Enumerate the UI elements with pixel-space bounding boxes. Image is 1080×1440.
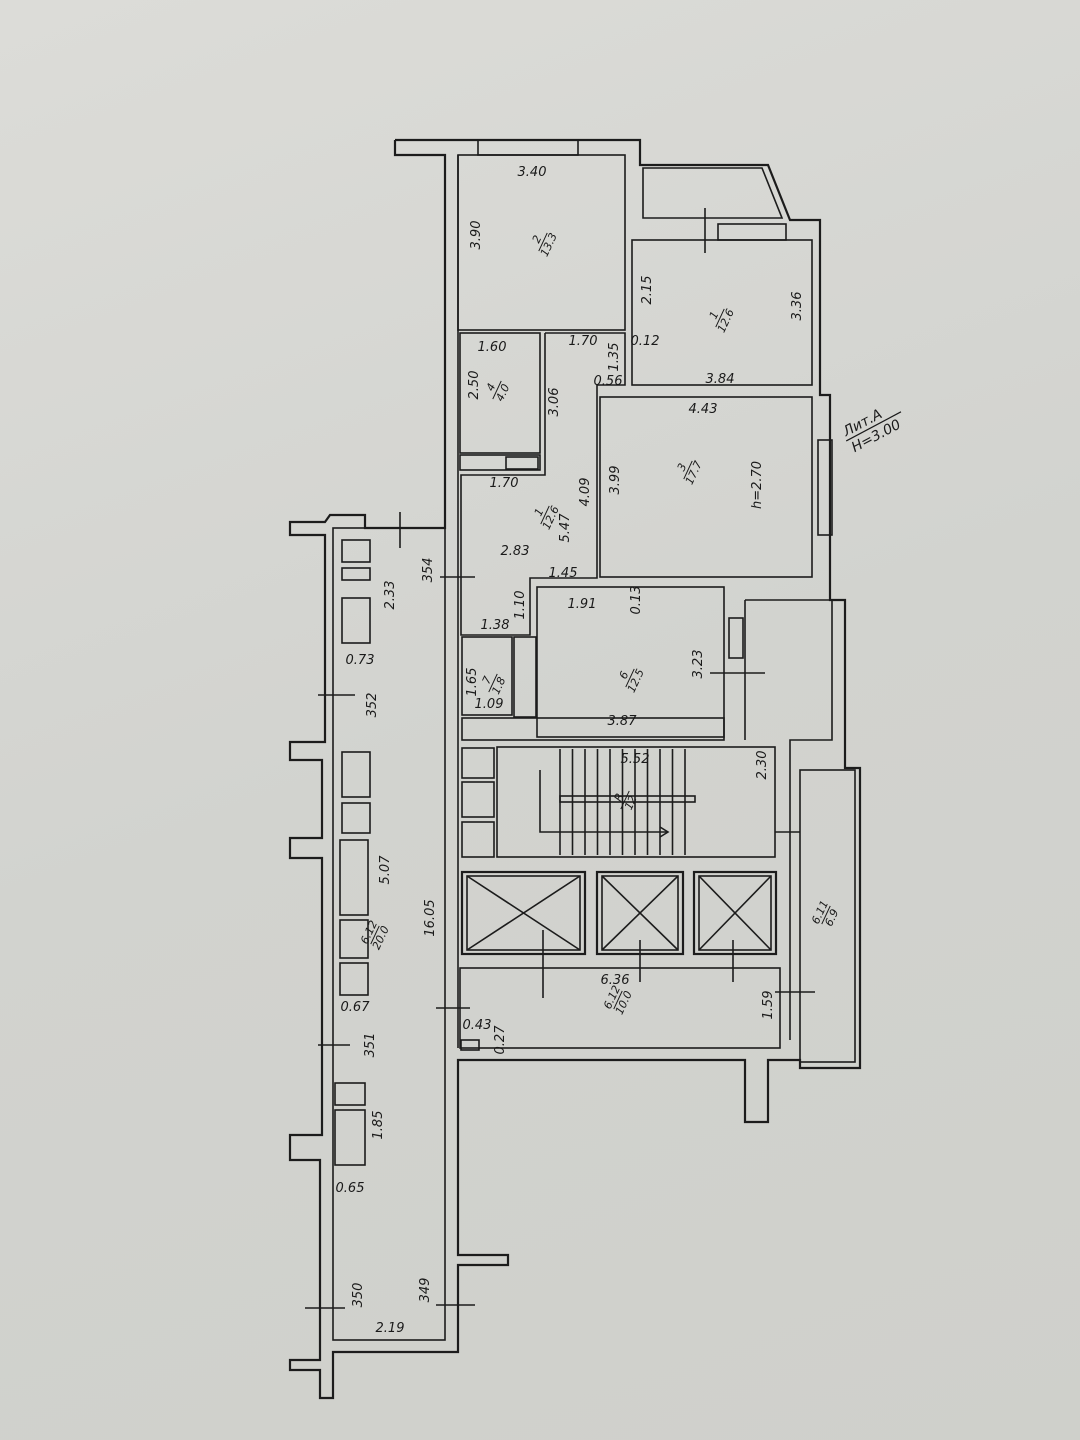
room-area: 13.3 bbox=[538, 231, 560, 259]
room-label: 213.3 bbox=[530, 231, 560, 259]
dimension-label: 4.43 bbox=[689, 402, 718, 417]
dimension-label: 2.83 bbox=[501, 544, 530, 559]
dimension-label: 6.36 bbox=[601, 973, 630, 988]
dimension-label: 0.73 bbox=[346, 653, 375, 668]
room-label: 44.0 bbox=[484, 380, 512, 403]
dimension-label: 0.56 bbox=[594, 374, 623, 389]
dimension-label: 1.85 bbox=[371, 1111, 386, 1140]
room-bathroom bbox=[459, 332, 541, 454]
dimension-label: 350 bbox=[351, 1283, 366, 1308]
corridor bbox=[332, 527, 446, 1341]
room-area: 4.0 bbox=[493, 382, 512, 403]
room-label: 317.7 bbox=[675, 459, 705, 487]
room-number: 7 bbox=[480, 674, 495, 686]
staircase bbox=[496, 746, 776, 858]
dimension-label: 1.45 bbox=[549, 566, 578, 581]
dimension-label: 1.35 bbox=[607, 343, 622, 372]
dimension-labels: 3.40 3.90 1.60 2.50 1.70 1.35 0.12 0.56 3.06 2.15… bbox=[336, 165, 805, 1336]
dimension-label: 2.50 bbox=[467, 371, 482, 400]
room-area: 12.6 bbox=[715, 307, 737, 335]
building-letter-label: Лит.А H=3.00 bbox=[840, 406, 904, 456]
dimension-label: 0.12 bbox=[631, 334, 660, 349]
dimension-label: 5.07 bbox=[378, 855, 393, 885]
dimension-label: 1.70 bbox=[569, 334, 598, 349]
dimension-label: 2.15 bbox=[640, 276, 655, 305]
dimension-label: 354 bbox=[421, 558, 436, 583]
room-6 bbox=[536, 586, 725, 738]
room-area: 17.7 bbox=[683, 459, 705, 487]
dimension-label: 3.40 bbox=[518, 165, 547, 180]
room-number: 3 bbox=[675, 461, 690, 473]
dimension-label: 1.59 bbox=[761, 991, 776, 1020]
dimension-label: 2.19 bbox=[376, 1321, 405, 1336]
elevator-2 bbox=[595, 870, 685, 956]
dimension-label: 3.87 bbox=[608, 714, 638, 729]
dimension-label: 3.06 bbox=[547, 388, 562, 417]
dimension-label: 351 bbox=[363, 1033, 378, 1058]
dimension-label: 1.38 bbox=[481, 618, 510, 633]
dimension-label: 3.84 bbox=[706, 372, 735, 387]
room-number: 2 bbox=[530, 233, 545, 245]
room-label: 71.8 bbox=[480, 673, 508, 696]
room-label: R12 bbox=[612, 790, 640, 812]
dimension-label: 3.23 bbox=[691, 650, 706, 679]
elevator-3 bbox=[692, 870, 778, 956]
dimension-label: 1.70 bbox=[490, 476, 519, 491]
walls bbox=[288, 138, 862, 1400]
dimension-label: 352 bbox=[365, 693, 380, 718]
dimension-label: 0.67 bbox=[341, 1000, 371, 1015]
dimension-label: 0.43 bbox=[463, 1018, 492, 1033]
balcony bbox=[642, 167, 784, 219]
room-3 bbox=[599, 396, 813, 578]
room-number: 1 bbox=[707, 309, 722, 321]
dimension-label: 0.27 bbox=[493, 1025, 508, 1055]
dimension-label: 5.47 bbox=[558, 513, 573, 543]
dimension-label: 3.99 bbox=[608, 466, 623, 495]
dimension-label: h=2.70 bbox=[750, 461, 765, 509]
room-label: 6.116.9 bbox=[809, 898, 841, 928]
room-area: 1.8 bbox=[489, 675, 508, 696]
room-number: 6 bbox=[617, 669, 632, 681]
room-area: 12 bbox=[622, 794, 640, 812]
room-area: 12.5 bbox=[625, 667, 647, 695]
loggia bbox=[799, 769, 856, 1063]
elevator-1 bbox=[460, 870, 587, 956]
dimension-label: 16.05 bbox=[423, 899, 438, 936]
room-label: 112.6 bbox=[532, 504, 562, 532]
room-number: 1 bbox=[532, 506, 547, 518]
dimension-label: 3.36 bbox=[790, 292, 805, 321]
dimension-label: 1.10 bbox=[513, 591, 528, 620]
dimension-label: 4.09 bbox=[578, 478, 593, 507]
dimension-label: 2.33 bbox=[383, 581, 398, 610]
room-label: 612.5 bbox=[617, 667, 647, 695]
dimension-label: 1.09 bbox=[475, 697, 504, 712]
dimension-label: 0.65 bbox=[336, 1181, 365, 1196]
dimension-label: 1.60 bbox=[478, 340, 507, 355]
room-hall bbox=[460, 332, 626, 636]
dimension-label: 3.90 bbox=[469, 221, 484, 250]
dimension-label: 5.52 bbox=[621, 752, 650, 767]
room-wc bbox=[461, 636, 513, 716]
dimension-label: 2.30 bbox=[755, 751, 770, 780]
room-number: 4 bbox=[484, 381, 499, 393]
dimension-label: 1.65 bbox=[465, 668, 480, 697]
window bbox=[477, 139, 579, 156]
dimension-label: 0.13 bbox=[629, 586, 644, 615]
dimension-label: 1.91 bbox=[568, 597, 597, 612]
dimension-label: 349 bbox=[418, 1278, 433, 1303]
room-label: 112.6 bbox=[707, 307, 737, 335]
